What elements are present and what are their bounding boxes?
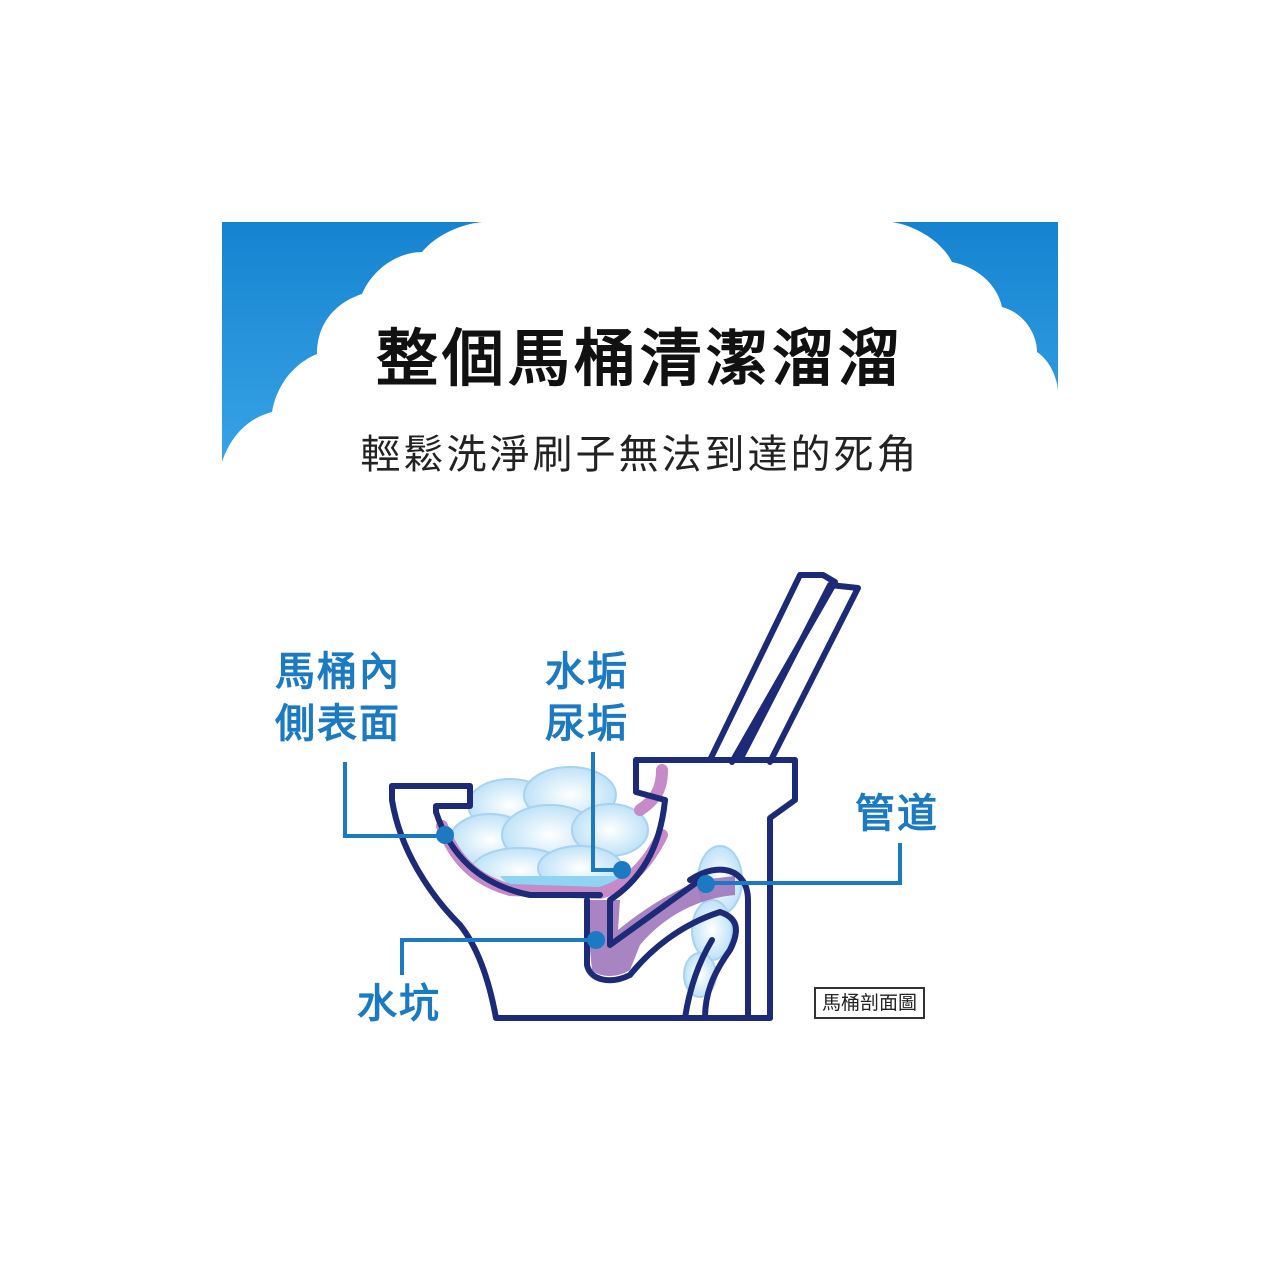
label-inner-surface-line1: 馬桶內: [275, 649, 401, 695]
cloud-banner: [222, 222, 1058, 480]
dot-scale: [613, 861, 631, 879]
label-inner-surface: 馬桶內 側表面: [275, 646, 401, 750]
label-scale-line2: 尿垢: [545, 701, 629, 747]
label-scale: 水垢 尿垢: [545, 646, 629, 750]
banner-cloud: [222, 222, 1058, 480]
leader-lines: [343, 752, 902, 975]
dot-pipe: [697, 875, 715, 893]
leader-pipe: [708, 843, 902, 885]
leader-inner-surface: [343, 762, 442, 838]
rim-stain: [634, 764, 668, 816]
page-subtitle: 輕鬆洗淨刷子無法到達的死角: [360, 432, 920, 478]
label-trap: 水坑: [357, 981, 441, 1027]
dot-inner-surface: [436, 826, 454, 844]
diagram-caption: 馬桶剖面圖: [814, 987, 926, 1019]
trap-stain: [585, 876, 735, 976]
label-inner-surface-line2: 側表面: [275, 701, 401, 747]
page-title: 整個馬桶清潔溜溜: [375, 322, 904, 395]
marker-dots: [436, 826, 715, 949]
leader-trap: [400, 938, 595, 975]
label-pipe: 管道: [855, 791, 939, 837]
label-scale-line1: 水垢: [545, 649, 629, 695]
leader-scale: [591, 752, 620, 872]
dot-trap: [587, 931, 605, 949]
